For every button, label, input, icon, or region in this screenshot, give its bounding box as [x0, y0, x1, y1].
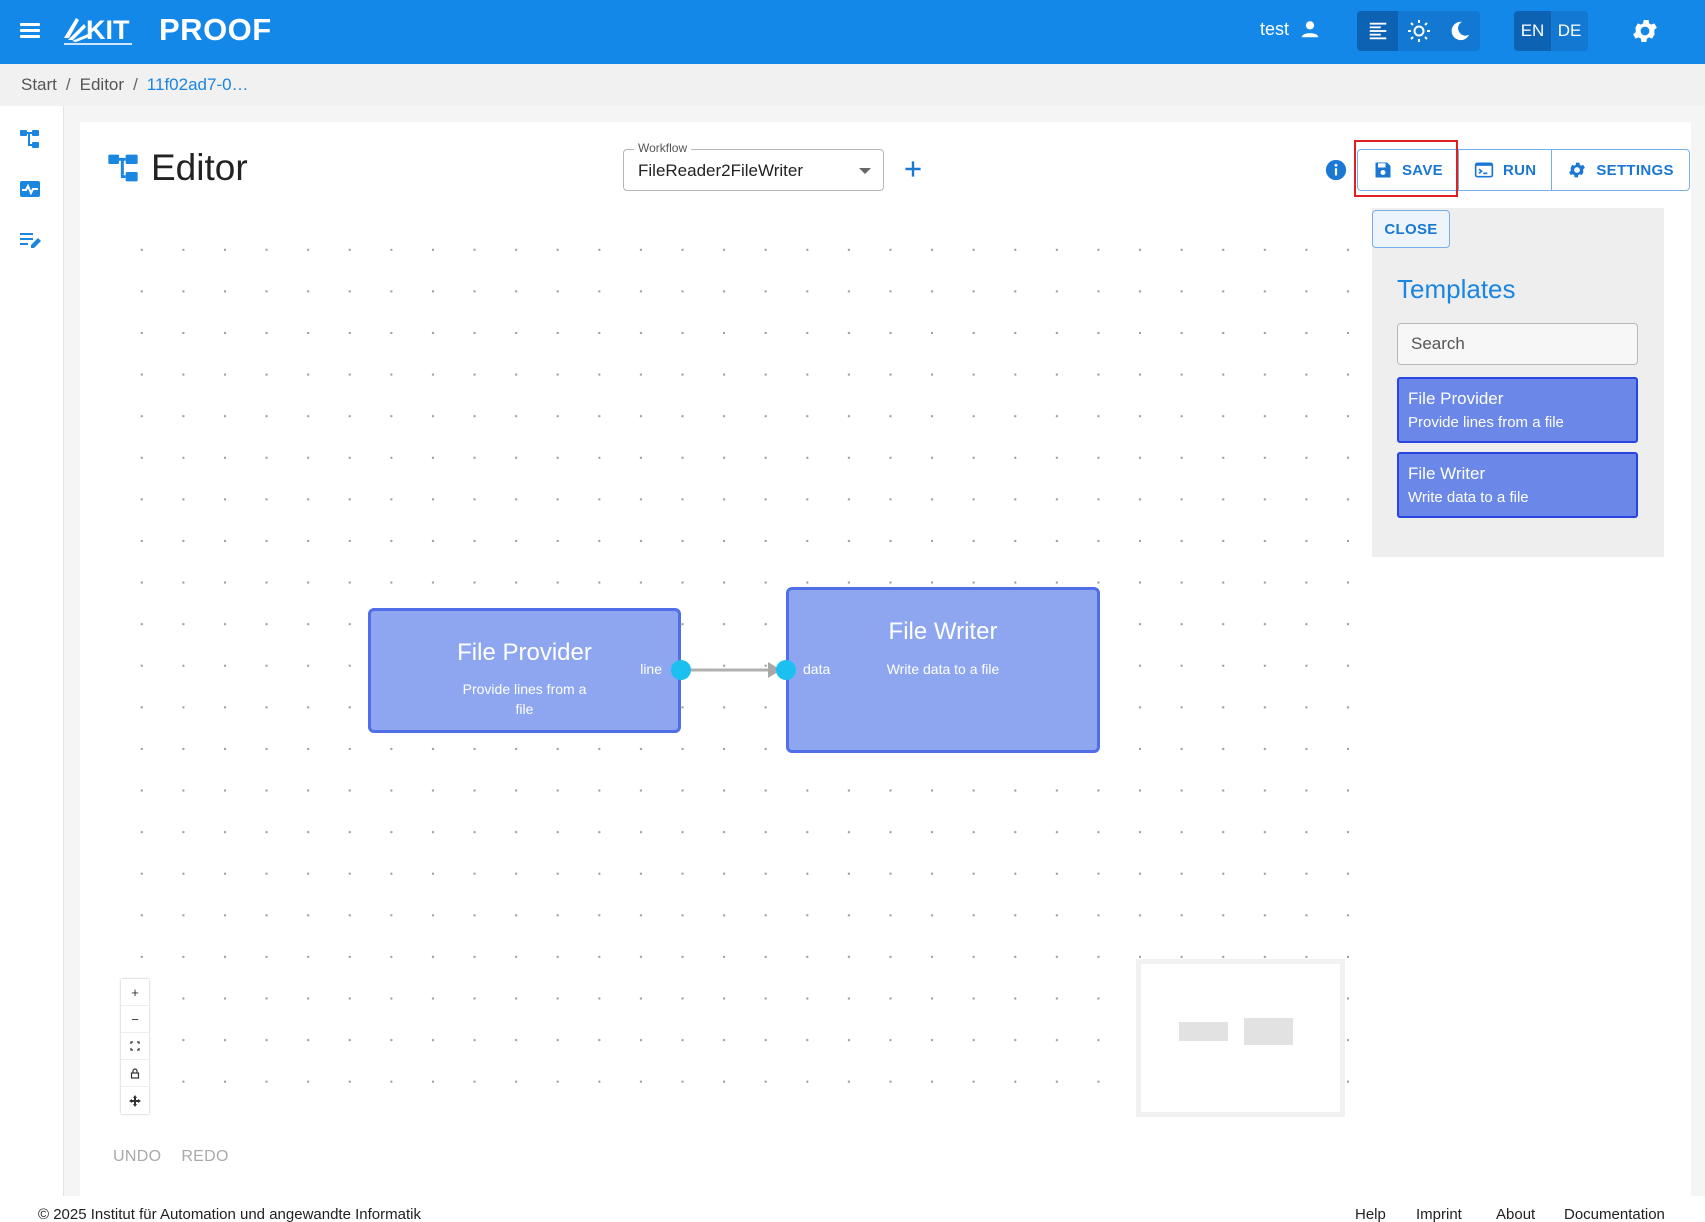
- input-port[interactable]: [776, 660, 796, 680]
- moon-icon: [1451, 21, 1469, 41]
- user-name: test: [1260, 18, 1290, 39]
- breadcrumb: Start / Editor / 11f02ad7-0…: [0, 64, 1705, 106]
- edit-notes-icon[interactable]: [18, 228, 42, 252]
- theme-light-button[interactable]: [1398, 11, 1439, 51]
- footer-copyright: © 2025 Institut für Automation und angew…: [38, 1206, 421, 1222]
- language-de-button[interactable]: DE: [1557, 21, 1582, 40]
- svg-text:KIT: KIT: [86, 15, 130, 45]
- undo-button[interactable]: UNDO: [113, 1148, 162, 1165]
- info-icon[interactable]: [1325, 159, 1347, 181]
- workflow-select-value: FileReader2FileWriter: [638, 161, 804, 180]
- workflow-select[interactable]: Workflow FileReader2FileWriter: [623, 141, 884, 191]
- text-align-icon: [1369, 22, 1386, 40]
- lock-button[interactable]: [121, 1060, 149, 1087]
- caret-down-icon: [859, 168, 871, 174]
- zoom-out-button[interactable]: −: [121, 1006, 149, 1033]
- page-title: Editor: [151, 147, 248, 188]
- breadcrumb-workflow-id[interactable]: 11f02ad7-0…: [146, 75, 249, 94]
- run-button[interactable]: RUN: [1459, 150, 1553, 190]
- template-title: File Provider: [1408, 389, 1504, 408]
- menu-icon[interactable]: [18, 20, 42, 44]
- sun-icon: [1407, 20, 1430, 42]
- gear-icon[interactable]: [1630, 16, 1660, 46]
- footer-link-about[interactable]: About: [1496, 1206, 1536, 1222]
- footer-link-documentation[interactable]: Documentation: [1564, 1206, 1665, 1222]
- save-button-label: SAVE: [1402, 161, 1443, 179]
- node-file-provider[interactable]: File Provider Provide lines from a file …: [368, 608, 691, 733]
- app-title: PROOF: [159, 12, 272, 47]
- close-templates-button[interactable]: CLOSE: [1372, 210, 1450, 248]
- lock-icon: [130, 1067, 140, 1079]
- breadcrumb-separator: /: [65, 75, 71, 94]
- workflow-select-label: Workflow: [634, 141, 692, 155]
- node-description: Provide lines from a file: [462, 681, 587, 717]
- gear-icon: [1569, 162, 1586, 178]
- language-en-button[interactable]: EN: [1514, 11, 1551, 51]
- terminal-icon: [1474, 162, 1494, 178]
- footer-link-imprint[interactable]: Imprint: [1416, 1206, 1462, 1222]
- theme-auto-button[interactable]: [1357, 11, 1398, 51]
- fit-view-icon: [130, 1041, 140, 1051]
- output-port-label: line: [640, 661, 662, 677]
- person-icon: [1301, 21, 1319, 38]
- run-button-label: RUN: [1502, 161, 1537, 179]
- templates-search-input[interactable]: [1397, 323, 1638, 365]
- save-button[interactable]: SAVE: [1358, 150, 1459, 190]
- add-workflow-button[interactable]: [900, 156, 926, 182]
- node-title: File Writer: [888, 618, 998, 645]
- plus-icon: [905, 161, 921, 177]
- fit-view-button[interactable]: [121, 1033, 149, 1060]
- editor-action-buttons: SAVE RUN SETTINGS: [1357, 149, 1690, 191]
- settings-button-label: SETTINGS: [1596, 161, 1674, 179]
- settings-button[interactable]: SETTINGS: [1552, 150, 1688, 190]
- app-bar: KIT PROOF test EN DE: [0, 0, 1705, 64]
- template-description: Provide lines from a file: [1408, 414, 1564, 431]
- monitoring-icon[interactable]: [18, 177, 42, 201]
- workflow-icon: [108, 154, 138, 182]
- minimap-node: [1244, 1018, 1293, 1045]
- minimap[interactable]: [1136, 959, 1345, 1117]
- node-title: File Provider: [457, 639, 592, 666]
- templates-title: Templates: [1397, 274, 1516, 304]
- breadcrumb-editor[interactable]: Editor: [79, 75, 125, 94]
- undo-redo-controls: UNDO REDO: [113, 1148, 229, 1166]
- minimap-node: [1179, 1022, 1228, 1041]
- template-description: Write data to a file: [1408, 489, 1529, 506]
- add-node-button[interactable]: [121, 1087, 149, 1114]
- page-title-row: Editor: [107, 147, 248, 189]
- theme-dark-button[interactable]: [1439, 11, 1480, 51]
- input-port-label: data: [803, 661, 831, 677]
- node-file-writer[interactable]: File Writer Write data to a file data: [776, 587, 1100, 753]
- workflow-editor-icon[interactable]: [18, 127, 42, 151]
- node-description: Write data to a file: [886, 661, 1000, 677]
- zoom-in-button[interactable]: +: [121, 979, 149, 1006]
- footer-link-help[interactable]: Help: [1355, 1206, 1386, 1222]
- kit-logo[interactable]: KIT: [62, 10, 138, 50]
- user-menu[interactable]: test: [1260, 18, 1321, 40]
- redo-button[interactable]: REDO: [181, 1148, 229, 1165]
- connection-edge[interactable]: [680, 655, 790, 685]
- breadcrumb-separator: /: [133, 75, 138, 94]
- template-item-file-writer[interactable]: File Writer Write data to a file: [1397, 452, 1638, 518]
- footer: [0, 1196, 1705, 1222]
- output-port[interactable]: [671, 660, 691, 680]
- move-icon: [129, 1094, 141, 1107]
- template-title: File Writer: [1408, 464, 1486, 483]
- theme-toggle-group: [1357, 11, 1480, 51]
- template-item-file-provider[interactable]: File Provider Provide lines from a file: [1397, 377, 1638, 443]
- breadcrumb-start[interactable]: Start: [21, 75, 57, 94]
- floppy-icon: [1375, 162, 1391, 178]
- language-toggle-group: EN DE: [1514, 11, 1588, 51]
- canvas-controls: + −: [121, 979, 149, 1114]
- left-nav-rail: [0, 106, 64, 1196]
